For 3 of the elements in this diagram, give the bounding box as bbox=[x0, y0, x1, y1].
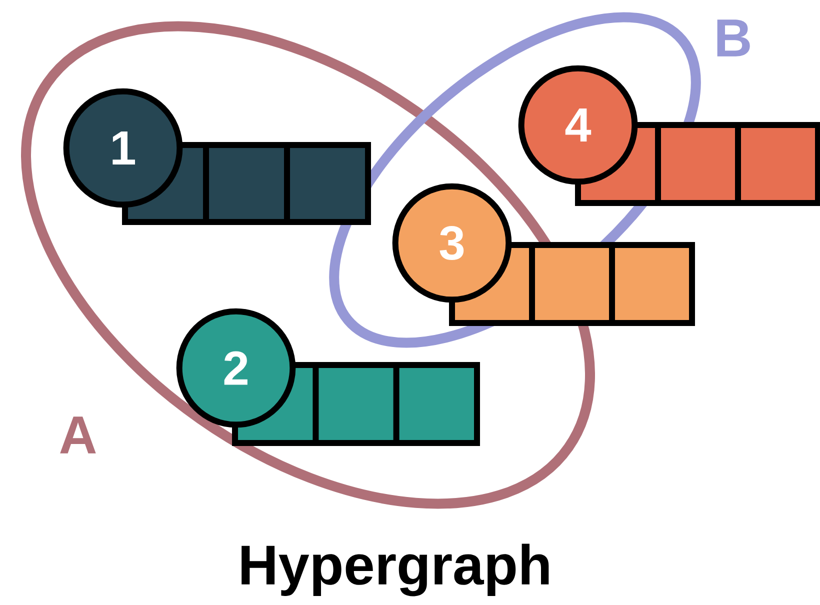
hyperedge-label: A bbox=[60, 416, 96, 454]
hyperedge-label: B bbox=[717, 20, 750, 56]
caption: Hypergraph bbox=[242, 544, 549, 596]
